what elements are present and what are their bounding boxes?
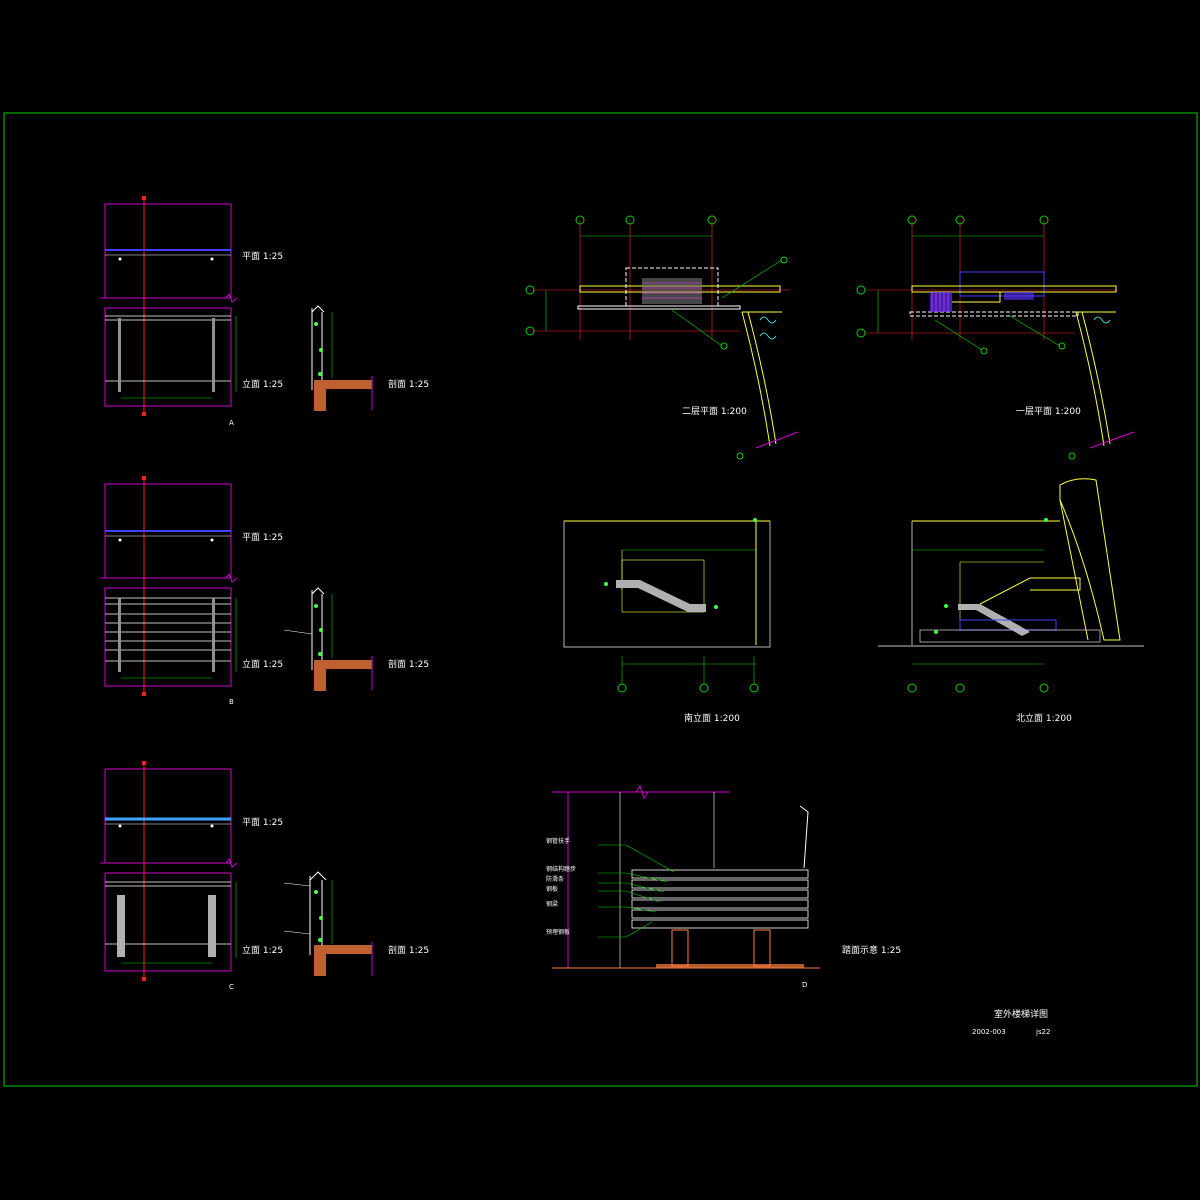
- first-floor-plan-title: 一层平面 1:200: [1016, 406, 1081, 417]
- north-elevation: 北立面 1:200: [878, 478, 1144, 724]
- detail-b-mark: B: [229, 698, 234, 706]
- detail-c-plan-label: 平面 1:25: [242, 817, 283, 828]
- detail-a-section-label: 剖面 1:25: [388, 378, 429, 390]
- north-elevation-title: 北立面 1:200: [1016, 712, 1072, 724]
- step-callout-4: 钢板: [546, 885, 558, 893]
- step-callout-5: 钢梁: [546, 900, 558, 908]
- step-callout-2: 钢结构踏步: [546, 865, 576, 873]
- detail-c: 平面 1:25 立面 1:25 C 剖面 1:25: [100, 761, 429, 991]
- step-callout-1: 钢管扶手: [546, 837, 570, 845]
- second-floor-plan: 二层平面 1:200: [525, 215, 799, 460]
- drawing-name: 室外楼梯详图: [994, 1008, 1048, 1020]
- south-stair-flight: [616, 580, 706, 612]
- detail-b-section: [283, 587, 373, 691]
- drawing-number: 2002-003: [972, 1028, 1006, 1036]
- step-callout-3: 防滑条: [546, 875, 564, 883]
- detail-c-mark: C: [229, 983, 234, 991]
- detail-b: 平面 1:25 立面 1:25 B: [100, 476, 429, 706]
- detail-a-elev-frame: [104, 307, 232, 407]
- second-floor-plan-title: 二层平面 1:200: [682, 406, 747, 417]
- detail-a-plan-label: 平面 1:25: [242, 251, 283, 262]
- south-elevation: 南立面 1:200: [563, 518, 771, 724]
- step-section-mark: D: [802, 981, 807, 989]
- sheet-border: [3, 112, 1198, 1087]
- sheet-number: js22: [1035, 1028, 1051, 1036]
- step-callout-6: 预埋钢板: [546, 928, 570, 936]
- detail-b-section-label: 剖面 1:25: [388, 658, 429, 670]
- detail-b-elev-label: 立面 1:25: [242, 658, 283, 670]
- south-elevation-title: 南立面 1:200: [684, 712, 740, 724]
- detail-a-section: [311, 305, 373, 411]
- detail-a-mark: A: [229, 419, 234, 427]
- detail-c-section: [283, 871, 373, 976]
- detail-a: 平面 1:25 立面 1:25 A 剖面 1:25: [100, 196, 429, 427]
- step-section: 钢管扶手 钢结构踏步 防滑条 钢板 钢梁 预埋钢板 踏面示意 1:25 D: [546, 784, 901, 989]
- detail-b-elev-frame: [104, 587, 232, 687]
- detail-a-elev-label: 立面 1:25: [242, 378, 283, 390]
- detail-c-plan-frame: [104, 768, 232, 864]
- detail-c-elev-label: 立面 1:25: [242, 944, 283, 956]
- first-floor-plan: 一层平面 1:200: [856, 215, 1135, 460]
- detail-b-plan-label: 平面 1:25: [242, 532, 283, 543]
- title-block: 室外楼梯详图 2002-003 js22: [972, 1008, 1051, 1036]
- detail-c-elev-frame: [104, 872, 232, 972]
- detail-c-section-label: 剖面 1:25: [388, 944, 429, 956]
- step-section-title: 踏面示意 1:25: [842, 944, 901, 956]
